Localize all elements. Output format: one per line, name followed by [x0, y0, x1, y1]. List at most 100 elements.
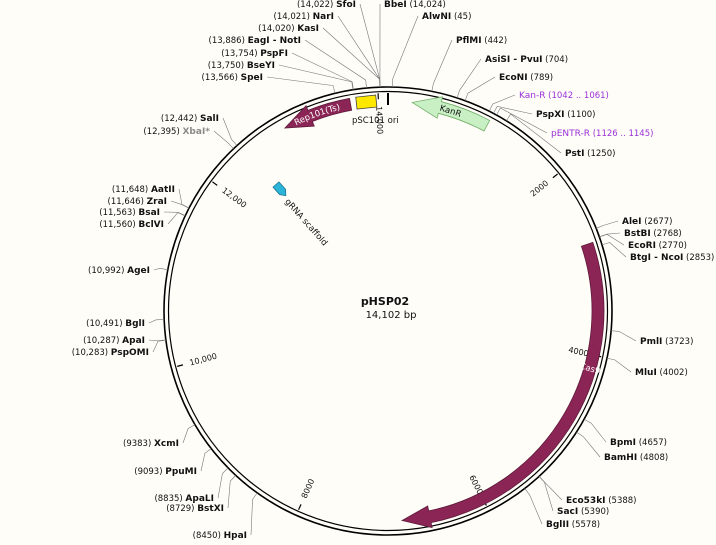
site-position: (1100) [565, 110, 596, 120]
site-position: (789) [528, 73, 554, 83]
site-leader [304, 39, 367, 89]
site-position: (13,754) [221, 49, 260, 59]
site-name: AgeI [127, 266, 150, 276]
site-leader [266, 76, 336, 94]
site-label[interactable]: BbeI (14,024) [384, 0, 446, 10]
site-leader [217, 467, 229, 499]
site-leader [170, 200, 190, 209]
site-position: (1250) [584, 149, 615, 159]
site-position: (10,283) [72, 348, 111, 358]
site-name: BseYI [247, 61, 275, 71]
site-name: BtgI - NcoI [630, 253, 683, 263]
site-label[interactable]: (10,992) AgeI [88, 266, 150, 276]
tick-mark [297, 504, 302, 511]
site-leader [167, 212, 186, 225]
site-label[interactable]: BglII (5578) [546, 520, 600, 530]
site-leader [152, 339, 166, 353]
site-label[interactable]: BtgI - NcoI (2853) [630, 253, 714, 263]
site-leader [148, 319, 165, 324]
site-position: (11,646) [108, 197, 147, 207]
site-leader [250, 492, 258, 536]
site-label[interactable]: (13,886) EagI - NotI [209, 36, 301, 46]
site-label[interactable]: (12,442) SalI [161, 114, 219, 124]
site-position: (11,563) [99, 208, 138, 218]
site-label[interactable]: (8729) BstXI [166, 504, 224, 514]
site-name: ApaI [122, 336, 145, 346]
site-name: AlwNI [422, 12, 451, 22]
site-position: (5390) [578, 507, 609, 517]
site-label[interactable]: MluI (4002) [635, 368, 688, 378]
site-label[interactable]: Eco53kI (5388) [566, 496, 637, 506]
site-label[interactable]: (11,563) BsaI [99, 208, 160, 218]
site-position: (5578) [569, 520, 600, 530]
site-leader [601, 242, 627, 258]
site-label[interactable]: (10,491) BglI [86, 319, 145, 329]
site-position: (45) [451, 12, 471, 22]
site-label[interactable]: (11,646) ZraI [108, 197, 167, 207]
site-position: (2853) [683, 253, 714, 263]
site-label[interactable]: PmlI (3723) [640, 337, 693, 347]
site-label[interactable]: (11,648) AatII [112, 185, 175, 195]
site-label[interactable]: (8835) ApaLI [154, 494, 214, 504]
site-label[interactable]: EcoRI (2770) [628, 241, 687, 251]
site-label[interactable]: BstBI (2768) [624, 229, 682, 239]
site-leader [538, 476, 563, 501]
site-label[interactable]: (11,560) BclVI [99, 220, 164, 230]
site-label[interactable]: PflMI (442) [456, 36, 507, 46]
site-label[interactable]: AlwNI (45) [422, 12, 471, 22]
site-name: SfoI [336, 0, 356, 10]
site-label[interactable]: (10,283) PspOMI [72, 348, 149, 358]
site-label[interactable]: (14,021) NarI [274, 12, 334, 22]
site-name: XcmI [154, 439, 179, 449]
tick-label: 12,000 [220, 186, 248, 210]
site-position: (8450) [193, 531, 224, 541]
site-position: (8729) [166, 504, 197, 514]
site-label[interactable]: EcoNI (789) [499, 73, 553, 83]
site-label[interactable]: BamHI (4808) [604, 453, 668, 463]
site-label[interactable]: BpmI (4657) [610, 438, 667, 448]
backbone-inner-ring [167, 90, 609, 532]
site-label[interactable]: PstI (1250) [565, 149, 615, 159]
site-position: (4002) [657, 368, 688, 378]
site-position: (11,560) [99, 220, 138, 230]
site-label[interactable]: (9093) PpuMI [134, 467, 197, 477]
site-label[interactable]: (8450) HpaI [193, 531, 247, 541]
site-label[interactable]: (13,566) SpeI [202, 73, 263, 83]
tick-mark [552, 173, 558, 179]
site-label[interactable]: Kan-R (1042 .. 1061) [519, 91, 609, 101]
site-leader [599, 234, 625, 246]
site-leader [464, 76, 496, 101]
grna-scaffold-label: gRNA scaffold [282, 197, 329, 248]
site-name: XbaI* [182, 127, 210, 137]
site-label[interactable]: AsiSI - PvuI (704) [485, 55, 568, 65]
site-label[interactable]: (10,287) ApaI [83, 336, 145, 346]
site-label[interactable]: (9383) XcmI [123, 439, 179, 449]
site-label[interactable]: AleI (2677) [622, 217, 672, 227]
site-position: (13,566) [202, 73, 241, 83]
site-name: BamHI [604, 453, 637, 463]
site-label[interactable]: (13,754) PspFI [221, 49, 288, 59]
site-leader [182, 424, 196, 444]
backbone-outer-ring [163, 86, 613, 536]
site-label[interactable]: SacI (5390) [557, 507, 609, 517]
site-position: (13,750) [208, 61, 247, 71]
site-position: (14,022) [297, 0, 336, 10]
site-position: (442) [482, 36, 508, 46]
site-leader [213, 130, 234, 149]
site-position: (8835) [154, 494, 185, 504]
site-position: (4808) [637, 453, 668, 463]
site-position: (14,020) [258, 24, 297, 34]
site-position: (704) [542, 55, 568, 65]
site-name: SacI [557, 507, 578, 517]
site-label[interactable]: (14,020) KasI [258, 24, 319, 34]
site-name: pENTR-R [551, 129, 590, 139]
site-leader [606, 357, 632, 373]
site-label[interactable]: (13,750) BseYI [208, 61, 275, 71]
site-labels: (14,022) SfoI(14,021) NarI(14,020) KasI(… [72, 0, 715, 541]
site-label[interactable]: (12,395) XbaI* [143, 127, 210, 137]
site-label[interactable]: (14,022) SfoI [297, 0, 356, 10]
site-leader [227, 475, 236, 509]
site-label[interactable]: PspXI (1100) [536, 110, 596, 120]
site-label[interactable]: pENTR-R (1126 .. 1145) [551, 129, 653, 139]
